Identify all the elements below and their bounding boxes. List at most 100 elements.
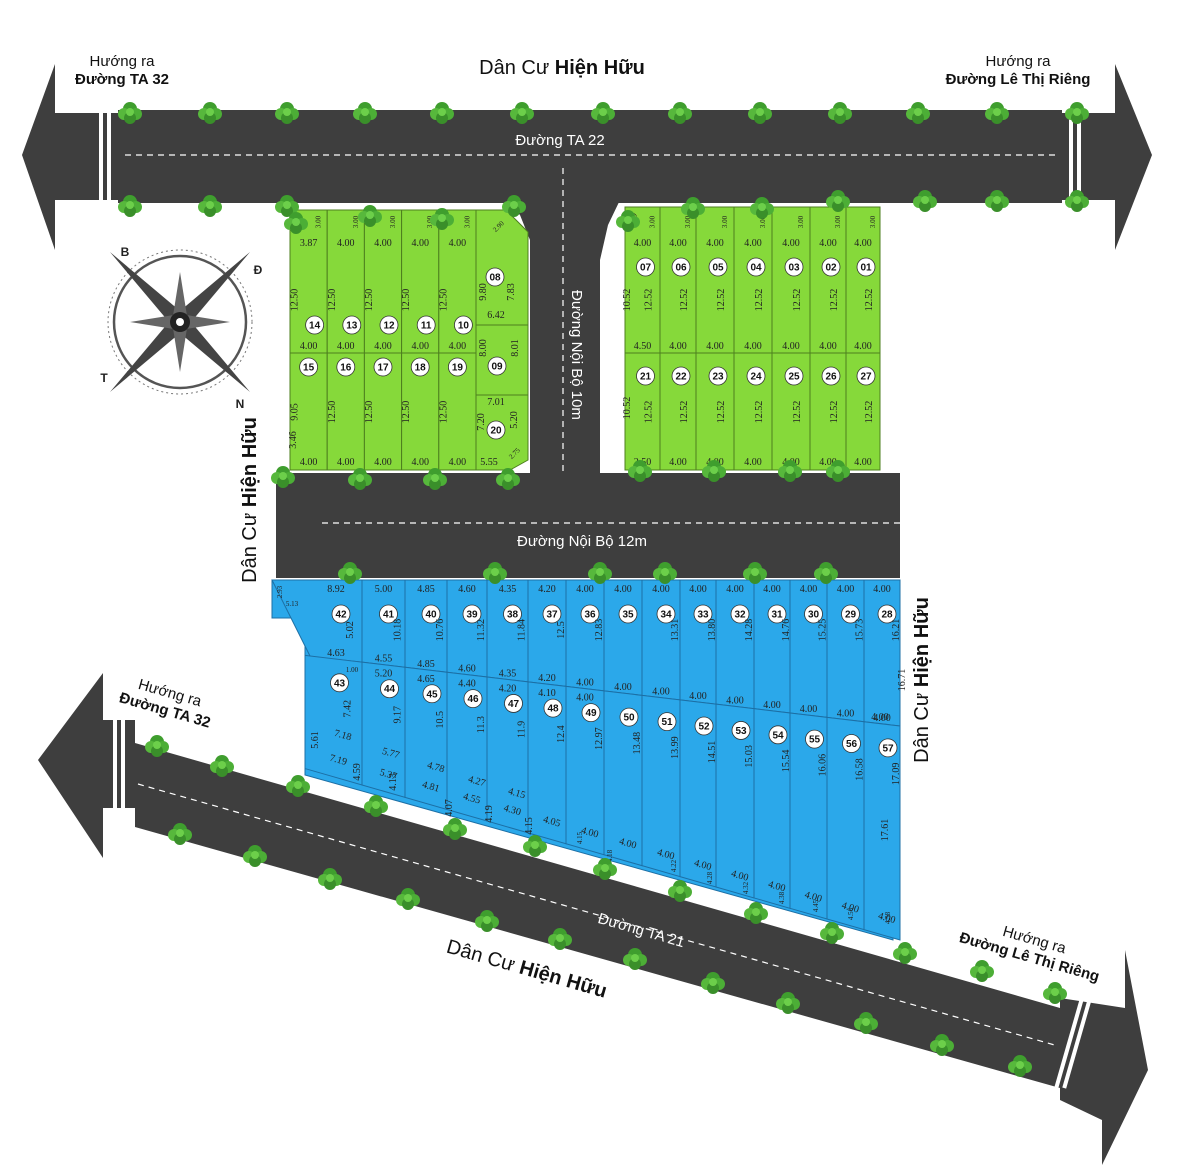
svg-text:30: 30 bbox=[808, 610, 820, 621]
lot-corner-dim: 5.13 bbox=[286, 600, 299, 608]
lot-bottom-dim: 7.19 bbox=[328, 753, 348, 768]
lot-badge-57: 57 bbox=[878, 738, 898, 758]
lot-depth-dim: 12.4 bbox=[556, 725, 567, 743]
lot-front-dim: 4.00 bbox=[744, 457, 762, 468]
lot-back-dim: 4.35 bbox=[499, 668, 517, 679]
lot-back-dim: 4.00 bbox=[614, 682, 632, 693]
lot-front-dim: 4.00 bbox=[800, 584, 818, 595]
lot-back-dim: 4.00 bbox=[374, 341, 392, 352]
lot-back-dim: 4.00 bbox=[449, 341, 467, 352]
svg-text:14: 14 bbox=[309, 321, 321, 332]
lot-badge-33: 33 bbox=[693, 604, 713, 624]
lot-badge-55: 55 bbox=[805, 729, 824, 749]
area-label-left: Dân Cư Hiện Hữu bbox=[239, 417, 261, 583]
lot-depth-dim: 9.05 bbox=[290, 403, 301, 421]
lot-bottom-dim: 4.55 bbox=[462, 791, 482, 806]
svg-text:47: 47 bbox=[508, 699, 520, 710]
lot-badge-23: 23 bbox=[708, 366, 728, 386]
compass-rose-icon: B Đ N T bbox=[100, 245, 262, 411]
svg-text:05: 05 bbox=[712, 263, 724, 274]
lot-depth-dim: 12.52 bbox=[864, 289, 875, 312]
lot-corner-dim: 4.18 bbox=[606, 849, 614, 862]
lot-front-dim: 4.00 bbox=[854, 457, 872, 468]
lot-depth-dim: 11.32 bbox=[476, 619, 487, 641]
lot-front-dim: 4.00 bbox=[300, 457, 318, 468]
lot-top-dim: 4.65 bbox=[417, 674, 435, 685]
lot-front-dim: 4.00 bbox=[449, 457, 467, 468]
lot-depth-dim: 12.52 bbox=[792, 401, 803, 424]
svg-text:45: 45 bbox=[426, 689, 438, 700]
lot-corner-dim: 4.28 bbox=[706, 871, 714, 884]
lot-depth-dim: 12.52 bbox=[829, 401, 840, 424]
lot-corner-dim: 3.00 bbox=[315, 215, 323, 228]
lot-front-dim: 4.00 bbox=[837, 584, 855, 595]
lot-depth-dim: 12.52 bbox=[754, 289, 765, 312]
lot-front-dim: 4.00 bbox=[669, 457, 687, 468]
svg-text:17: 17 bbox=[377, 363, 389, 374]
lot-back-dim: 4.00 bbox=[706, 341, 724, 352]
lot-badge-01: 01 bbox=[856, 257, 876, 277]
lot-back-dim: 4.00 bbox=[411, 341, 429, 352]
svg-text:56: 56 bbox=[846, 739, 858, 750]
lot-depth-dim: 5.20 bbox=[509, 411, 520, 429]
lot-depth-dim: 9.17 bbox=[393, 706, 404, 724]
lot-back-dim: 4.00 bbox=[763, 700, 781, 711]
lot-depth-dim: 12.50 bbox=[438, 401, 449, 424]
area-label-right: Dân Cư Hiện Hữu bbox=[911, 597, 933, 763]
lot-corner-dim: 3.00 bbox=[463, 215, 471, 228]
lot-back-dim: 4.00 bbox=[669, 341, 687, 352]
tree-icon bbox=[893, 942, 917, 964]
lot-front-dim: 8.92 bbox=[327, 584, 345, 595]
lot-depth-dim: 15.54 bbox=[781, 750, 792, 773]
svg-text:07: 07 bbox=[640, 263, 652, 274]
compass-label-d: Đ bbox=[254, 263, 263, 277]
lot-bottom-dim: 4.81 bbox=[421, 779, 441, 794]
svg-text:09: 09 bbox=[491, 362, 503, 373]
lot-badge-08: 08 bbox=[485, 267, 505, 287]
lot-badge-36: 36 bbox=[580, 604, 600, 624]
lot-front-dim: 4.00 bbox=[763, 584, 781, 595]
lot-depth-dim: 7.42 bbox=[343, 700, 354, 718]
lot-badge-12: 12 bbox=[379, 315, 399, 335]
lot-badge-17: 17 bbox=[373, 357, 393, 377]
lot-depth-dim: 12.50 bbox=[438, 289, 449, 312]
lot-front-dim: 4.00 bbox=[337, 457, 355, 468]
lot-depth-dim: 13.31 bbox=[670, 619, 681, 642]
lot-depth-dim: 12.50 bbox=[327, 289, 338, 312]
svg-text:43: 43 bbox=[334, 678, 346, 689]
lot-depth-dim: 15.25 bbox=[818, 619, 829, 642]
lot-badge-37: 37 bbox=[542, 604, 562, 624]
lots-layer: 3.8712.504.0014159.054.003.004.0012.504.… bbox=[271, 206, 908, 941]
lot-back-dim: 4.00 bbox=[854, 341, 872, 352]
lot-corner-dim: 4.45 bbox=[812, 899, 820, 912]
svg-text:39: 39 bbox=[466, 610, 478, 621]
lot-badge-24: 24 bbox=[746, 366, 766, 386]
lot-front-dim: 4.00 bbox=[374, 457, 392, 468]
lot-corner-dim: 3.00 bbox=[684, 215, 692, 228]
lot-depth-dim: 10.5 bbox=[435, 711, 446, 729]
lot-42 bbox=[271, 579, 363, 663]
lot-badge-06: 06 bbox=[671, 257, 691, 277]
svg-text:10: 10 bbox=[458, 321, 470, 332]
lot-back-dim: 4.00 bbox=[300, 341, 318, 352]
lot-top-dim: 4.40 bbox=[458, 679, 476, 690]
lot-depth-dim: 12.50 bbox=[401, 289, 412, 312]
lot-front-dim: 4.00 bbox=[449, 238, 467, 249]
lot-corner-dim: 1.00 bbox=[346, 666, 359, 674]
lot-back-dim: 4.50 bbox=[634, 341, 652, 352]
svg-text:12: 12 bbox=[383, 321, 395, 332]
lot-depth-dim: 12.52 bbox=[792, 289, 803, 312]
svg-text:29: 29 bbox=[845, 610, 857, 621]
lot-top-dim: 4.20 bbox=[499, 683, 517, 694]
svg-text:22: 22 bbox=[675, 372, 687, 383]
lot-depth-dim: 10.18 bbox=[393, 619, 404, 642]
lot-bottom-dim: 4.00 bbox=[730, 868, 750, 883]
lot-badge-27: 27 bbox=[856, 366, 876, 386]
lot-badge-07: 07 bbox=[636, 257, 655, 277]
svg-text:44: 44 bbox=[384, 684, 396, 695]
lot-corner-dim: 3.00 bbox=[649, 215, 657, 228]
lot-corner-dim: 3.00 bbox=[721, 215, 729, 228]
lot-diag-dim: 4.15 bbox=[507, 786, 527, 801]
lot-diag-dim: 4.27 bbox=[467, 774, 487, 789]
